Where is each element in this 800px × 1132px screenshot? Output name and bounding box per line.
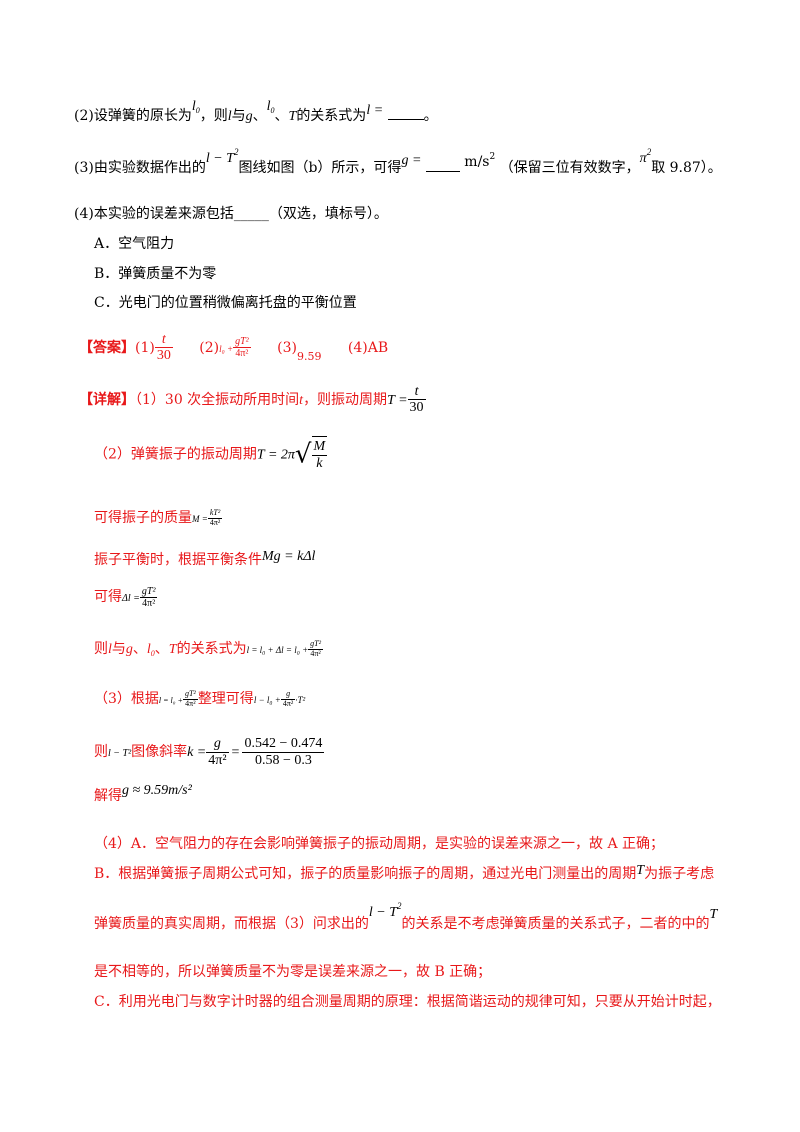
question-2: (2)设弹簧的原长为l0，则l与g、l0、T的关系式为l = 。 (74, 99, 438, 124)
part4-b-line1: B．根据弹簧振子周期公式可知，振子的质量影响振子的周期，通过光电门测量出的周期T… (94, 863, 715, 882)
option-b: B．弹簧质量不为零 (94, 266, 217, 282)
option-a: A．空气阻力 (94, 236, 175, 252)
question-4: (4)本实验的误差来源包括_____（双选，填标号）。 (74, 206, 388, 222)
part4-c: C．利用光电门与数字计时器的组合测量周期的原理：根据简谐运动的规律可知，只要从开… (94, 994, 721, 1010)
part4-a: （4）A．空气阻力的存在会影响弹簧振子的振动周期，是实验的误差来源之一，故 A … (94, 836, 665, 852)
detail-line-9: 解得g ≈ 9.59m/s² (94, 783, 192, 804)
part4-b-line3: 是不相等的，所以弹簧质量不为零是误差来源之一，故 B 正确； (94, 964, 492, 980)
option-c: C．光电门的位置稍微偏离托盘的平衡位置 (94, 295, 357, 311)
detail-line-4: 振子平衡时，根据平衡条件Mg = kΔl (94, 549, 316, 568)
answer-blank[interactable] (387, 119, 424, 120)
question-3: (3)由实验数据作出的l − T2图线如图（b）所示，可得g = m/s2 （保… (74, 147, 722, 176)
answer-blank[interactable] (425, 171, 460, 172)
part4-b-line2: 弹簧质量的真实周期，而根据（3）问求出的l − T2的关系是不考虑弹簧质量的关系… (94, 901, 718, 932)
l0-symbol: l0 (191, 99, 200, 115)
